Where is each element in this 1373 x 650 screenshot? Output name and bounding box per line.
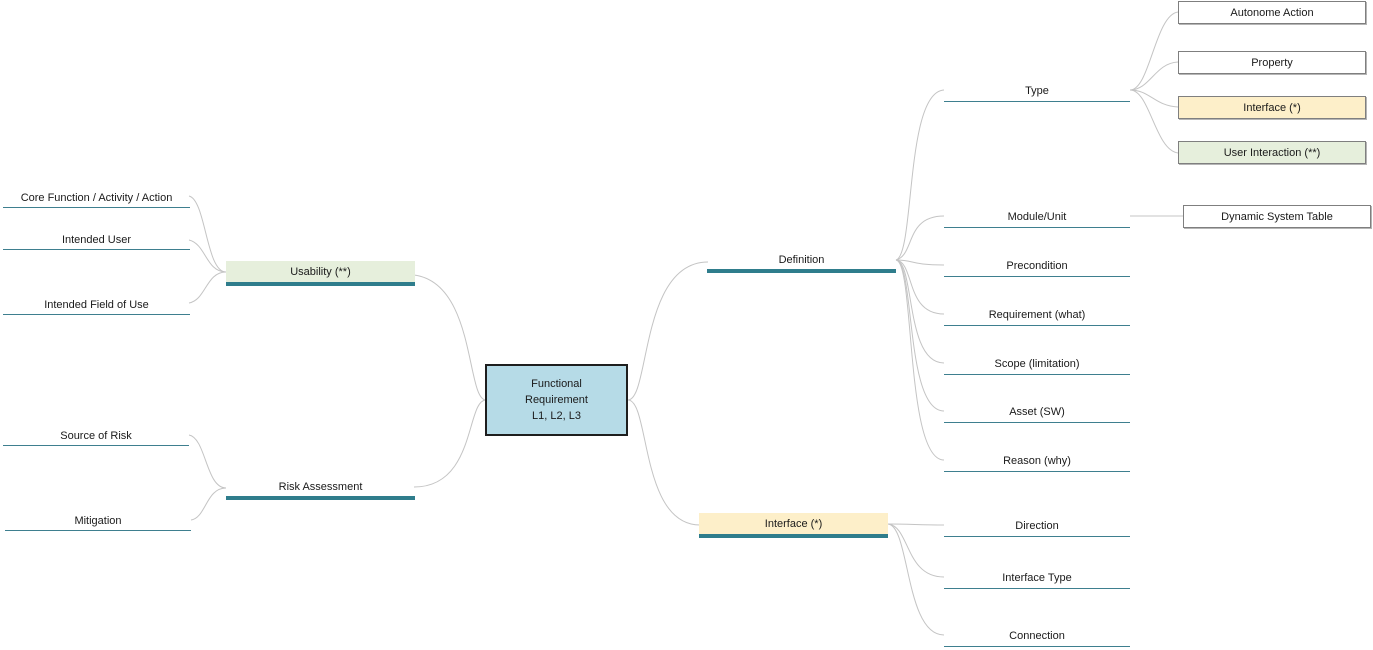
topic-risk-assessment-label: Risk Assessment bbox=[278, 481, 363, 493]
leaf-autonome-action[interactable]: Autonome Action bbox=[1178, 1, 1366, 24]
topic-interface[interactable]: Interface (*) bbox=[699, 513, 888, 538]
subtopic-source-of-risk-label: Source of Risk bbox=[60, 429, 132, 442]
connector-type-userinteraction bbox=[1129, 89, 1179, 154]
connector-def-requirement bbox=[895, 259, 945, 315]
central-topic-line-3: L1, L2, L3 bbox=[532, 410, 581, 422]
leaf-property-label: Property bbox=[1251, 56, 1293, 69]
subtopic-scope-limitation[interactable]: Scope (limitation) bbox=[944, 354, 1130, 375]
subtopic-intended-field-of-use[interactable]: Intended Field of Use bbox=[3, 295, 190, 315]
subtopic-direction[interactable]: Direction bbox=[944, 516, 1130, 537]
connector-usability-user bbox=[188, 239, 227, 273]
topic-interface-label: Interface (*) bbox=[764, 517, 823, 530]
topic-risk-assessment[interactable]: Risk Assessment bbox=[226, 478, 415, 500]
central-topic-line-2: Requirement bbox=[525, 394, 588, 406]
subtopic-direction-label: Direction bbox=[1015, 520, 1059, 532]
subtopic-intended-user[interactable]: Intended User bbox=[3, 230, 190, 250]
subtopic-scope-limitation-label: Scope (limitation) bbox=[994, 358, 1080, 370]
connector-usability-field bbox=[188, 271, 227, 304]
connector-def-module bbox=[895, 215, 945, 261]
connector-type-property bbox=[1129, 61, 1179, 91]
connector-iface-connection bbox=[887, 523, 945, 636]
central-topic-functional-requirement[interactable]: Functional Requirement L1, L2, L3 bbox=[485, 364, 628, 436]
subtopic-module-unit-label: Module/Unit bbox=[1007, 211, 1067, 223]
topic-usability-label: Usability (**) bbox=[290, 265, 351, 278]
subtopic-requirement-what[interactable]: Requirement (what) bbox=[944, 305, 1130, 326]
leaf-autonome-action-label: Autonome Action bbox=[1230, 6, 1314, 19]
topic-definition[interactable]: Definition bbox=[707, 250, 896, 273]
leaf-user-interaction-label: User Interaction (**) bbox=[1223, 146, 1321, 159]
subtopic-connection[interactable]: Connection bbox=[944, 626, 1130, 647]
connector-def-precondition bbox=[895, 259, 945, 266]
leaf-dynamic-system-table[interactable]: Dynamic System Table bbox=[1183, 205, 1371, 228]
leaf-interface[interactable]: Interface (*) bbox=[1178, 96, 1366, 119]
connector-center-interface bbox=[627, 399, 701, 526]
subtopic-asset-sw[interactable]: Asset (SW) bbox=[944, 402, 1130, 423]
subtopic-mitigation[interactable]: Mitigation bbox=[5, 511, 191, 531]
connector-iface-type bbox=[887, 523, 945, 578]
subtopic-reason-why-label: Reason (why) bbox=[1003, 455, 1071, 467]
connector-type-interface bbox=[1129, 89, 1179, 108]
subtopic-precondition[interactable]: Precondition bbox=[944, 256, 1130, 277]
subtopic-reason-why[interactable]: Reason (why) bbox=[944, 451, 1130, 472]
connector-def-scope bbox=[895, 259, 945, 364]
subtopic-requirement-what-label: Requirement (what) bbox=[988, 309, 1086, 321]
subtopic-type[interactable]: Type bbox=[944, 81, 1130, 102]
connector-def-reason bbox=[895, 259, 945, 461]
subtopic-type-label: Type bbox=[1025, 85, 1049, 97]
subtopic-core-function[interactable]: Core Function / Activity / Action bbox=[3, 188, 190, 208]
subtopic-interface-type[interactable]: Interface Type bbox=[944, 568, 1130, 589]
subtopic-precondition-label: Precondition bbox=[1006, 260, 1068, 272]
connector-usability-core bbox=[188, 195, 227, 273]
leaf-dynamic-system-table-label: Dynamic System Table bbox=[1221, 210, 1333, 223]
leaf-user-interaction[interactable]: User Interaction (**) bbox=[1178, 141, 1366, 164]
leaf-property[interactable]: Property bbox=[1178, 51, 1366, 74]
connector-type-autonome bbox=[1129, 11, 1179, 91]
connector-center-risk bbox=[413, 399, 487, 488]
subtopic-intended-user-label: Intended User bbox=[61, 233, 132, 246]
connector-risk-mitigation bbox=[190, 487, 227, 521]
leaf-interface-label: Interface (*) bbox=[1243, 101, 1301, 114]
subtopic-intended-field-of-use-label: Intended Field of Use bbox=[44, 298, 149, 311]
subtopic-connection-label: Connection bbox=[1009, 630, 1065, 642]
central-topic-line-1: Functional bbox=[531, 378, 582, 390]
connector-risk-source bbox=[188, 434, 227, 489]
connector-center-usability bbox=[413, 274, 487, 401]
subtopic-interface-type-label: Interface Type bbox=[1002, 572, 1072, 584]
subtopic-source-of-risk[interactable]: Source of Risk bbox=[3, 426, 189, 446]
connector-iface-direction bbox=[887, 523, 945, 526]
topic-definition-label: Definition bbox=[778, 253, 825, 266]
subtopic-core-function-label: Core Function / Activity / Action bbox=[20, 191, 173, 204]
topic-usability[interactable]: Usability (**) bbox=[226, 261, 415, 286]
connector-def-type bbox=[895, 89, 945, 261]
subtopic-mitigation-label: Mitigation bbox=[74, 514, 122, 527]
connector-def-asset bbox=[895, 259, 945, 412]
subtopic-module-unit[interactable]: Module/Unit bbox=[944, 207, 1130, 228]
subtopic-asset-sw-label: Asset (SW) bbox=[1009, 406, 1065, 418]
connector-center-definition bbox=[627, 261, 709, 401]
